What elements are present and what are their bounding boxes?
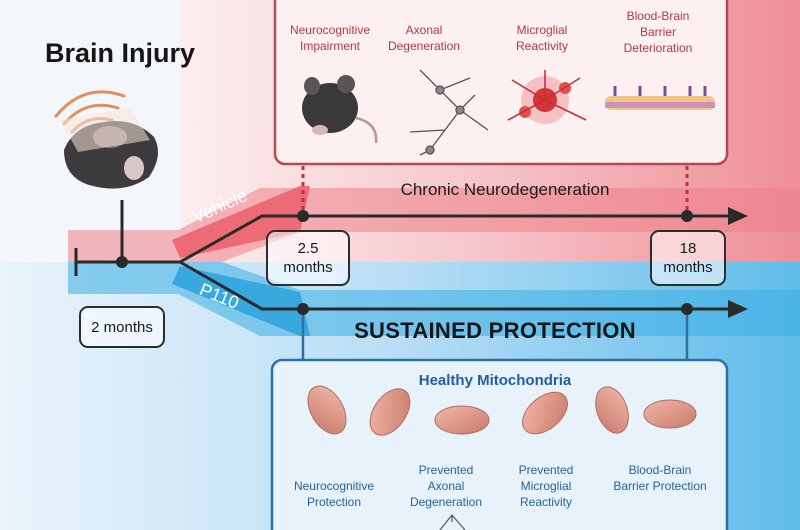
- prevented-microglial-reactivity-label: Prevented Microglial Reactivity: [518, 463, 574, 509]
- neuron-icon: [439, 514, 466, 530]
- bbb-protection-label: Blood-Brain Barrier Protection: [613, 463, 707, 493]
- axonal-degeneration-label: Axonal Degeneration: [387, 23, 461, 53]
- neuron-icon: [409, 69, 489, 156]
- mouse-icon: [302, 75, 378, 144]
- neurocognitive-protection-label: Neurocognitive Protection: [293, 479, 375, 509]
- chronic-neurodegeneration-label: Chronic Neurodegeneration: [400, 180, 610, 199]
- microglia-icon: [507, 70, 587, 124]
- vehicle-arrow: [179, 214, 730, 264]
- brain-injury-title: Brain Injury: [44, 38, 196, 68]
- blood-brain-barrier-icon: [605, 86, 715, 110]
- timepoint-2-months: 2 months: [79, 306, 165, 348]
- p110-ribbon: [172, 266, 310, 336]
- neurocognitive-impairment-label: Neurocognitive Impairment: [289, 23, 371, 53]
- sustained-protection-label: SUSTAINED PROTECTION: [354, 318, 636, 343]
- bbb-deterioration-label: Blood-Brain Barrier Deterioration: [623, 9, 693, 55]
- healthy-mitochondria-label: Healthy Mitochondria: [418, 372, 572, 389]
- mitochondria-row: [307, 385, 697, 436]
- vehicle-outcomes-panel: [273, 0, 729, 166]
- vehicle-ribbon: [172, 186, 310, 258]
- timepoint-18-months: 18 months: [650, 230, 726, 286]
- injured-mouse-illustration: [54, 90, 158, 189]
- timepoint-2-5-months: 2.5 months: [266, 230, 350, 286]
- p110-arrow: [179, 260, 730, 311]
- microglial-reactivity-label: Microglial Reactivity: [515, 23, 568, 53]
- prevented-axonal-degeneration-label: Prevented Axonal Degeneration: [409, 463, 483, 509]
